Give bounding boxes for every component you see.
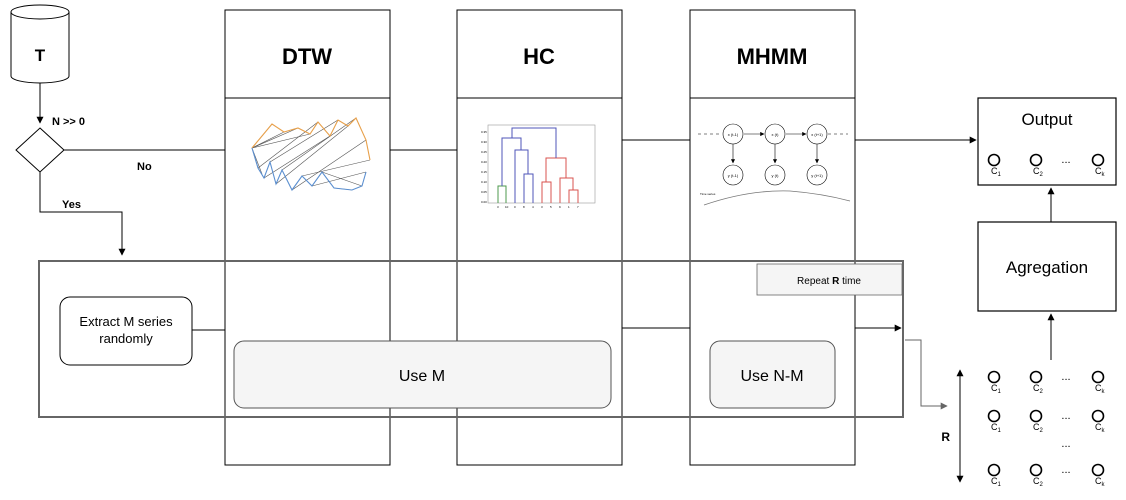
aggregation-box bbox=[977, 221, 1117, 312]
mhmm-hidden-state: x (t+1) bbox=[811, 132, 823, 137]
use-nm-label: Use N-M bbox=[740, 368, 803, 385]
rows-ellipsis: ... bbox=[1061, 438, 1070, 450]
cluster-label: C1 bbox=[991, 422, 1002, 434]
hc-xtick: 7 bbox=[577, 205, 579, 209]
no-label: No bbox=[137, 161, 152, 173]
input-label: T bbox=[35, 46, 46, 65]
extract-box bbox=[59, 296, 193, 366]
cluster-label: C2 bbox=[1033, 166, 1044, 178]
cluster-label: C2 bbox=[1033, 422, 1044, 434]
mhmm-axis-label: Time series bbox=[700, 192, 716, 196]
cluster-circle bbox=[1091, 370, 1105, 384]
cluster-label: Ck bbox=[1095, 422, 1106, 434]
hc-xtick: 3 bbox=[541, 205, 543, 209]
mhmm-thumbnail: x (t-1) x (t) x (t+1) y (t-1) y (t) y (t… bbox=[698, 123, 851, 206]
hc-ytick: 0.10 bbox=[481, 180, 487, 184]
cluster-circle bbox=[1029, 370, 1043, 384]
result-row-1: C1 C2 Ck... bbox=[987, 370, 1106, 395]
mhmm-observed-state: y (t-1) bbox=[728, 173, 739, 178]
cluster-label: C2 bbox=[1033, 476, 1044, 488]
aggregation-label: Agregation bbox=[1006, 258, 1088, 277]
output-box bbox=[977, 97, 1117, 186]
decision-condition: N >> 0 bbox=[52, 116, 85, 128]
cluster-circle bbox=[987, 370, 1001, 384]
hc-xtick: 4 bbox=[532, 205, 534, 209]
hc-xtick: 8 bbox=[523, 205, 525, 209]
cluster-label: C1 bbox=[991, 383, 1002, 395]
cluster-ellipsis: ... bbox=[1061, 410, 1070, 422]
use-m-label: Use M bbox=[399, 368, 445, 385]
hc-xtick: 3 bbox=[497, 205, 499, 209]
cluster-circle bbox=[1091, 463, 1105, 477]
hc-ytick: 0.30 bbox=[481, 140, 487, 144]
hc-ytick: 0.25 bbox=[481, 150, 487, 154]
dtw-thumbnail bbox=[251, 117, 371, 192]
cluster-circle bbox=[1091, 153, 1105, 167]
hc-ytick: 0.05 bbox=[481, 190, 487, 194]
cluster-circle bbox=[987, 409, 1001, 423]
cluster-circle bbox=[1029, 463, 1043, 477]
hc-xtick: 1 bbox=[568, 205, 570, 209]
cluster-label: C1 bbox=[991, 476, 1002, 488]
hc-thumbnail: 0.35 0.30 0.25 0.20 0.15 0.10 0.05 0.00 … bbox=[481, 124, 596, 209]
cluster-ellipsis: ... bbox=[1061, 154, 1070, 166]
mhmm-hidden-state: x (t-1) bbox=[728, 132, 739, 137]
hc-xtick: 0 bbox=[514, 205, 516, 209]
hc-ytick: 0.00 bbox=[481, 200, 487, 204]
cluster-label: Ck bbox=[1095, 476, 1106, 488]
use-m-box bbox=[233, 340, 612, 409]
mhmm-title: MHMM bbox=[737, 44, 808, 69]
hc-ytick: 0.20 bbox=[481, 160, 487, 164]
hc-xtick: 10 bbox=[505, 205, 509, 209]
cluster-label: Ck bbox=[1095, 383, 1106, 395]
hc-ytick: 0.15 bbox=[481, 170, 487, 174]
output-cluster-row: C1 C2 Ck... bbox=[987, 153, 1106, 178]
mhmm-observed-state: y (t+1) bbox=[811, 173, 823, 178]
cluster-ellipsis: ... bbox=[1061, 371, 1070, 383]
cluster-circle bbox=[987, 153, 1001, 167]
result-row-2: C1 C2 Ck... bbox=[987, 409, 1106, 434]
cluster-label: C2 bbox=[1033, 383, 1044, 395]
yes-branch-arrow bbox=[39, 172, 126, 256]
decision-diamond bbox=[15, 127, 65, 173]
hc-xtick: 5 bbox=[550, 205, 552, 209]
mhmm-hidden-state: x (t) bbox=[772, 132, 780, 137]
r-label: R bbox=[941, 430, 950, 444]
yes-label: Yes bbox=[62, 199, 81, 211]
hc-title: HC bbox=[523, 44, 555, 69]
cluster-ellipsis: ... bbox=[1061, 464, 1070, 476]
cluster-circle bbox=[1091, 409, 1105, 423]
extract-line2: randomly bbox=[99, 331, 153, 346]
extract-line1: Extract M series bbox=[79, 314, 173, 329]
mhmm-observed-state: y (t) bbox=[772, 173, 780, 178]
hc-ytick: 0.35 bbox=[481, 130, 487, 134]
cluster-label: Ck bbox=[1095, 166, 1106, 178]
cluster-label: C1 bbox=[991, 166, 1002, 178]
dtw-title: DTW bbox=[282, 44, 332, 69]
hc-xtick: 9 bbox=[559, 205, 561, 209]
cluster-circle bbox=[987, 463, 1001, 477]
cluster-circle bbox=[1029, 153, 1043, 167]
cluster-circle bbox=[1029, 409, 1043, 423]
input-database: T bbox=[10, 4, 70, 84]
repeat-frame bbox=[38, 260, 904, 418]
use-nm-box bbox=[709, 340, 836, 409]
frame-to-results-arrow bbox=[905, 339, 948, 410]
repeat-label: Repeat R time bbox=[797, 276, 861, 287]
output-title: Output bbox=[1021, 110, 1072, 129]
repeat-label-box bbox=[756, 263, 903, 296]
result-row-r: C1 C2 Ck... bbox=[987, 463, 1106, 488]
